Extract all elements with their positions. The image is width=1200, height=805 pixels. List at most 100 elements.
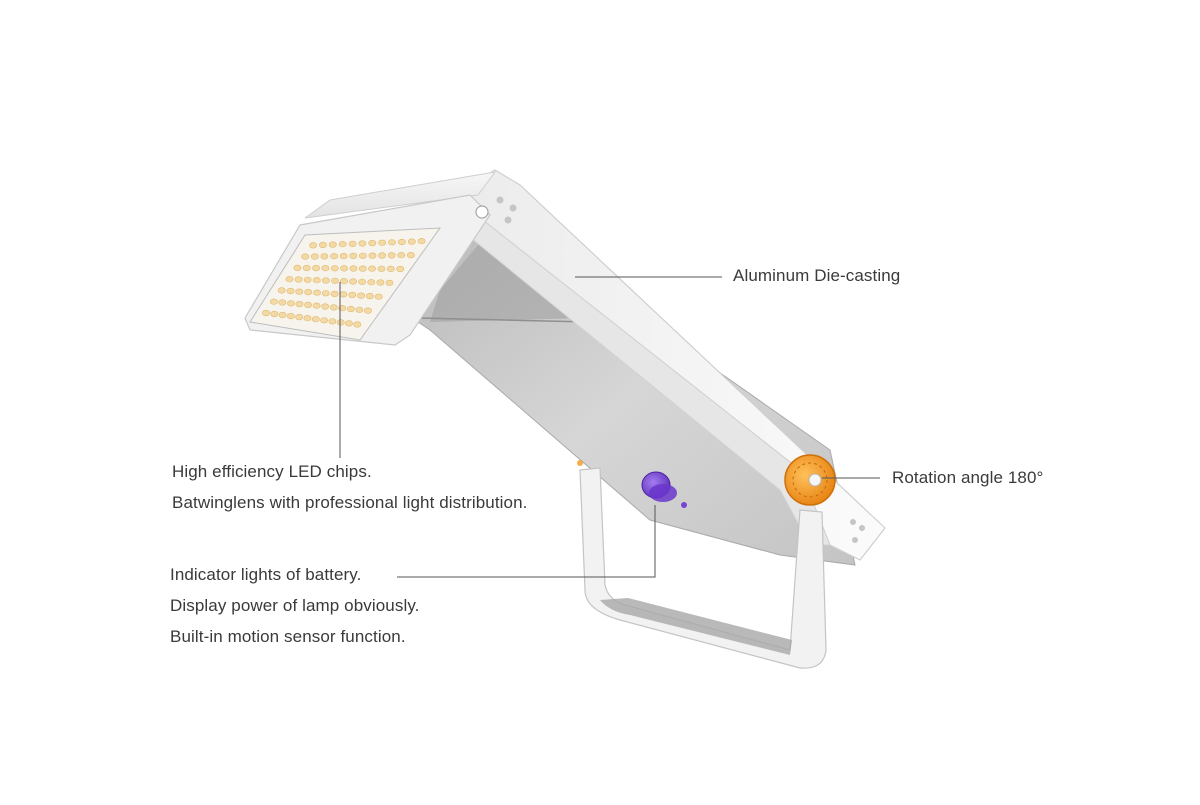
screw-icon bbox=[852, 537, 858, 543]
led-chip bbox=[309, 242, 317, 249]
led-chip bbox=[406, 252, 415, 259]
led-chip bbox=[377, 265, 386, 272]
led-chip bbox=[286, 313, 295, 320]
callout-indicator-line-2: Display power of lamp obviously. bbox=[170, 596, 420, 615]
screw-icon bbox=[496, 196, 504, 204]
led-chip bbox=[302, 264, 311, 272]
led-chip bbox=[278, 299, 287, 306]
led-chip bbox=[320, 317, 328, 324]
led-chip bbox=[312, 265, 320, 272]
led-chip bbox=[329, 304, 338, 311]
callout-indicator-line-1: Indicator lights of battery. bbox=[170, 565, 362, 584]
led-chip bbox=[339, 253, 348, 260]
led-chip bbox=[313, 289, 321, 296]
led-chip bbox=[364, 307, 372, 314]
callout-led-line-1: High efficiency LED chips. bbox=[172, 462, 372, 481]
led-chip bbox=[310, 253, 319, 260]
screw-icon bbox=[509, 204, 517, 212]
mounting-bracket bbox=[579, 467, 827, 669]
led-chip bbox=[287, 300, 295, 307]
led-chip bbox=[368, 252, 377, 259]
callout-aluminum: Aluminum Die-casting bbox=[733, 266, 901, 285]
led-chip bbox=[348, 240, 357, 247]
battery-indicator-icon bbox=[641, 471, 687, 508]
led-chip bbox=[368, 265, 376, 272]
rotation-knob-icon bbox=[784, 454, 836, 506]
led-chip bbox=[397, 252, 406, 259]
leader-lines bbox=[339, 276, 880, 578]
screw-icon bbox=[850, 519, 856, 525]
led-chip bbox=[330, 265, 339, 272]
led-chip bbox=[358, 265, 367, 272]
led-chip bbox=[396, 265, 405, 273]
led-chip bbox=[262, 309, 270, 317]
led-chip bbox=[304, 301, 312, 309]
led-chip bbox=[295, 288, 304, 295]
led-chip bbox=[358, 278, 367, 285]
led-chip bbox=[368, 240, 377, 247]
led-chip bbox=[330, 253, 338, 260]
leader-indicator bbox=[397, 505, 656, 578]
led-chip bbox=[312, 302, 321, 309]
led-chip bbox=[321, 265, 330, 272]
led-chip bbox=[378, 239, 387, 246]
led-chip bbox=[358, 240, 367, 247]
screw-icon bbox=[504, 216, 512, 224]
led-chip bbox=[278, 311, 287, 319]
led-chip bbox=[387, 252, 396, 259]
led-chip bbox=[286, 287, 295, 295]
led-chip bbox=[270, 310, 279, 318]
led-chip bbox=[365, 293, 374, 300]
led-chip bbox=[294, 276, 303, 283]
led-chip bbox=[320, 253, 329, 260]
led-chip bbox=[321, 290, 330, 297]
led-chip bbox=[349, 265, 358, 272]
led-chip bbox=[318, 241, 327, 249]
led-chip bbox=[353, 321, 362, 328]
led-chip bbox=[358, 252, 367, 259]
led-chip bbox=[374, 293, 383, 300]
callout-led-line-2: Batwinglens with professional light dist… bbox=[172, 493, 528, 512]
led-chip bbox=[328, 318, 337, 325]
led-chip bbox=[407, 238, 416, 245]
led-chip bbox=[417, 238, 426, 245]
led-chip bbox=[346, 305, 355, 313]
led-chip bbox=[376, 279, 385, 286]
led-chip bbox=[340, 265, 348, 272]
led-chip bbox=[386, 265, 395, 273]
screw-icon bbox=[859, 525, 865, 531]
led-chip bbox=[303, 315, 312, 322]
led-chip bbox=[355, 306, 364, 313]
led-chip bbox=[312, 277, 321, 284]
led-chip bbox=[293, 264, 302, 272]
led-chip bbox=[339, 291, 348, 298]
led-chip bbox=[285, 276, 294, 283]
led-chip bbox=[357, 292, 365, 299]
lamp-head-top bbox=[304, 171, 497, 219]
led-chip bbox=[340, 278, 348, 285]
callout-rotation: Rotation angle 180° bbox=[892, 468, 1044, 487]
led-chip bbox=[367, 279, 376, 286]
led-chip bbox=[321, 303, 330, 310]
led-chip bbox=[378, 252, 386, 259]
led-chip bbox=[311, 316, 320, 323]
led-chip bbox=[388, 239, 396, 246]
led-chip bbox=[348, 291, 357, 299]
led-chip bbox=[397, 238, 406, 246]
led-chip bbox=[301, 253, 310, 260]
led-chip bbox=[336, 319, 345, 326]
led-chip-grid bbox=[262, 238, 426, 328]
led-chip bbox=[385, 279, 394, 286]
led-chip bbox=[321, 277, 330, 284]
led-chip bbox=[349, 252, 358, 259]
screw-icon bbox=[475, 205, 489, 219]
led-chip bbox=[338, 241, 347, 248]
led-chip bbox=[349, 278, 357, 285]
led-chip bbox=[331, 277, 339, 284]
led-chip bbox=[269, 298, 278, 305]
led-chip bbox=[303, 276, 312, 283]
led-chip bbox=[330, 290, 339, 298]
led-chip bbox=[277, 287, 286, 294]
